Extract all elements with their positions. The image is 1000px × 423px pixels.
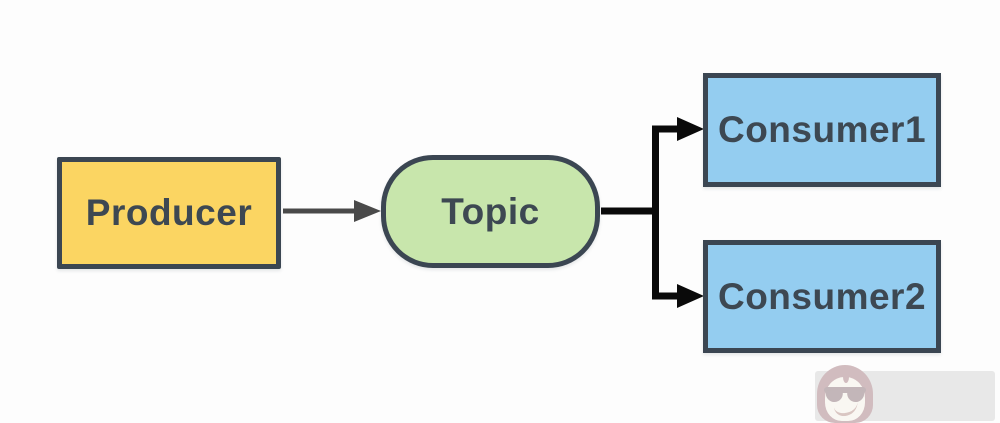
node-consumer1: Consumer1 xyxy=(703,73,941,187)
node-topic: Topic xyxy=(381,155,600,268)
arrowhead-topic-consumer2-icon xyxy=(677,284,704,308)
watermark-panel xyxy=(815,371,995,421)
node-producer-label: Producer xyxy=(85,192,253,233)
node-consumer2-label: Consumer2 xyxy=(717,275,927,317)
node-topic-label: Topic xyxy=(441,190,540,232)
node-consumer2: Consumer2 xyxy=(703,240,941,353)
arrowhead-topic-consumer1-icon xyxy=(677,117,704,141)
node-consumer1-label: Consumer1 xyxy=(717,109,927,150)
node-producer: Producer xyxy=(57,157,281,269)
monkey-with-sunglasses-icon xyxy=(817,365,873,423)
watermark-logo xyxy=(815,363,997,423)
edge-topic-consumers-elbow xyxy=(652,125,679,300)
arrowhead-producer-topic-icon xyxy=(354,200,381,222)
